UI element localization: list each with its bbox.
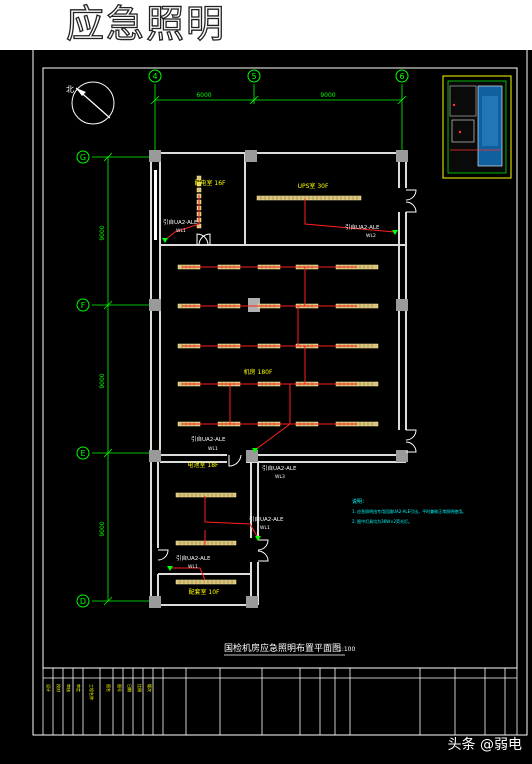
title-block-cell: 图名 — [106, 684, 112, 692]
fixture-battery-2 — [175, 540, 237, 546]
title-block-cell: 审核 — [66, 684, 72, 692]
axis-label-6: 6 — [399, 72, 404, 81]
axis-bubble-f — [76, 298, 90, 312]
axis-label-g: G — [80, 153, 86, 162]
panel-sub-3: WL1 — [208, 446, 218, 452]
columns — [149, 150, 408, 608]
notes-line-2: 2. 图中灯具均为36W×2荧光灯。 — [352, 518, 412, 524]
room-label-ups: UPS室 30F — [298, 182, 329, 190]
dimension-left-1: 9000 — [99, 225, 106, 240]
axis-bubble-5 — [247, 69, 261, 83]
axis-label-f: F — [81, 301, 86, 310]
axis-bubbles — [76, 69, 409, 608]
panel-sub-4: WL3 — [275, 474, 285, 480]
wiring — [164, 195, 396, 581]
title-block-cell: 设计 — [46, 684, 52, 692]
panel-label-5: 引自UA2-ALE — [249, 515, 284, 523]
dimension-left-3: 9000 — [99, 521, 106, 536]
dimension-left-2: 9000 — [99, 373, 106, 388]
header-band — [0, 0, 532, 50]
left-dimension — [92, 152, 150, 606]
title-block-cell: 比例 — [137, 684, 143, 692]
axis-bubble-4 — [148, 69, 162, 83]
dimension-top-2: 9000 — [320, 92, 335, 99]
panel-label-6: 引自UA2-ALE — [176, 554, 211, 562]
panel-markers — [162, 230, 398, 571]
axis-bubble-e — [76, 446, 90, 460]
title-block-cell: 版次 — [147, 684, 153, 692]
axis-bubble-g — [76, 150, 90, 164]
north-label: 北 — [66, 85, 74, 94]
drawing-title: 国检机房应急照明布置平面图 — [224, 642, 341, 654]
room-label-distribution: 配电室 16F — [195, 179, 227, 187]
fixture-support-1 — [175, 579, 237, 585]
fixture-dist-2 — [196, 187, 202, 193]
axis-label-4: 4 — [152, 72, 157, 81]
panel-label-4: 引自UA2-ALE — [262, 464, 297, 472]
axis-label-d: D — [80, 597, 86, 606]
panel-label-2: 引自UA2-ALE — [345, 223, 380, 231]
doors — [157, 189, 417, 562]
fixture-battery-1 — [175, 492, 237, 498]
title-block-cell: 日期 — [127, 684, 133, 692]
title-block-text: 设计校对审核审定 工程名称 图名图号日期比例版次 — [46, 684, 153, 700]
panel-sub-2: WL2 — [366, 233, 376, 239]
axis-bubble-d — [76, 594, 90, 608]
fixture-dist-1 — [196, 181, 202, 187]
panel-sub-6: WL1 — [188, 564, 198, 570]
panel-label-1: 引自UA2-ALE — [163, 218, 198, 226]
key-plan — [442, 75, 512, 179]
axis-label-e: E — [80, 449, 85, 458]
title-block-cell: 审定 — [76, 684, 82, 692]
room-label-main: 机房 180F — [244, 368, 273, 376]
panel-sub-1: WL1 — [176, 228, 186, 234]
axis-label-5: 5 — [251, 72, 256, 81]
north-arrow-icon: 北 — [66, 81, 115, 125]
title-block-cell: 工程名称 — [89, 684, 95, 700]
drawing-scale: 1:100 — [338, 646, 355, 653]
title-block-cell: 图号 — [117, 684, 123, 692]
room-label-support: 配套室 10F — [189, 588, 221, 596]
notes-line-1: 1. 应急照明由专用回路UA2-ALE引出，平时兼做正常照明使用。 — [352, 508, 466, 514]
room-label-battery: 电池室 18F — [188, 461, 220, 469]
top-dimension — [150, 84, 407, 152]
page-heading: 应急照明 — [65, 1, 227, 46]
notes-title: 说明： — [352, 498, 367, 505]
axis-bubble-6 — [395, 69, 409, 83]
panel-label-3: 引自UA2-ALE — [191, 435, 226, 443]
watermark: 头条 @弱电 — [447, 737, 522, 753]
title-block-cell: 校对 — [56, 684, 62, 692]
fixture-dist-0 — [196, 175, 202, 181]
panel-sub-5: WL1 — [260, 525, 270, 531]
title-block — [42, 667, 518, 736]
dimension-top-1: 6000 — [196, 92, 211, 99]
